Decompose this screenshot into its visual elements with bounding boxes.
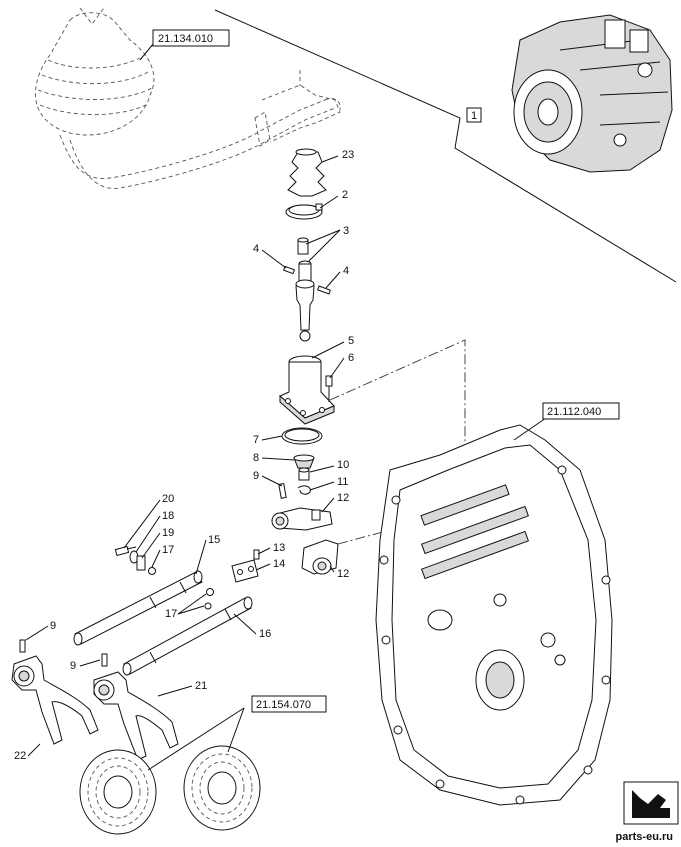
part-15-selector-shaft[interactable]: [73, 570, 203, 646]
part-20-bolt[interactable]: [114, 545, 137, 557]
callout-9-left: 9: [50, 620, 56, 632]
callout-23: 23: [342, 149, 354, 161]
callout-8: 8: [253, 452, 259, 464]
synchronizer-ring-left[interactable]: [79, 749, 157, 835]
part-6-screw[interactable]: [325, 375, 333, 402]
part-14-lock-plate[interactable]: [231, 559, 259, 583]
ref-label-21-134-010: 21.134.010: [158, 33, 213, 45]
part-22-shift-fork[interactable]: [11, 655, 99, 745]
callout-11: 11: [337, 476, 348, 488]
ref-label-21-154-070: 21.154.070: [256, 699, 311, 711]
callout-12-lower: 12: [337, 568, 349, 580]
part-17-ball-lower[interactable]: [204, 588, 214, 610]
callout-4-left: 4: [253, 243, 259, 255]
callout-10: 10: [337, 459, 349, 471]
part-2-clamp[interactable]: [285, 203, 323, 220]
callout-12-upper: 12: [337, 492, 349, 504]
ref-box-21-112-040[interactable]: 21.112.040: [513, 402, 620, 441]
callout-9-middle: 9: [70, 660, 76, 672]
part-12-selector-block-upper[interactable]: [271, 507, 333, 531]
callout-4-right: 4: [343, 265, 349, 277]
ref-label-1: 1: [471, 110, 477, 122]
part-17-ball-upper[interactable]: [148, 567, 156, 575]
callout-14: 14: [273, 558, 285, 570]
gear-lever-rod[interactable]: [295, 260, 315, 342]
site-watermark: parts-eu.ru: [615, 831, 673, 843]
transmission-overview: [511, 14, 673, 173]
part-16-selector-shaft[interactable]: [122, 596, 253, 676]
gear-lever-boot-assembly: [35, 7, 341, 189]
part-21-shift-fork[interactable]: [93, 671, 179, 761]
callout-7: 7: [253, 434, 259, 446]
callout-17-lower: 17: [165, 608, 177, 620]
callout-17-upper: 17: [162, 544, 174, 556]
section-lines: [214, 9, 677, 283]
part-11-clip[interactable]: [297, 485, 311, 495]
ref-box-21-134-010[interactable]: 21.134.010: [139, 29, 230, 61]
part-12-selector-block-lower[interactable]: [301, 539, 339, 575]
part-5-lever-housing[interactable]: [279, 355, 335, 425]
part-4-pin-left[interactable]: [282, 265, 296, 275]
part-3-bushing[interactable]: [297, 237, 309, 255]
callout-15: 15: [208, 534, 220, 546]
callout-16: 16: [259, 628, 271, 640]
part-4-pin-right[interactable]: [317, 285, 331, 295]
ref-label-21-112-040: 21.112.040: [547, 406, 601, 418]
synchronizer-ring-right[interactable]: [183, 745, 261, 831]
callout-21: 21: [195, 680, 207, 692]
callout-20: 20: [162, 493, 174, 505]
ref-box-21-154-070[interactable]: 21.154.070: [147, 695, 327, 771]
part-7-o-ring[interactable]: [281, 427, 323, 445]
callout-5: 5: [348, 335, 354, 347]
next-page-arrow-icon[interactable]: [623, 781, 679, 825]
callout-18: 18: [162, 510, 174, 522]
part-8-spring-seat[interactable]: [293, 454, 315, 469]
callout-22: 22: [14, 750, 26, 762]
callout-2: 2: [342, 189, 348, 201]
transmission-housing[interactable]: [375, 424, 613, 806]
part-9-pin-middle[interactable]: [101, 653, 108, 667]
callouts: 23 2 3 4 4 5 6 7 8 10 9 11 12 20 18 19 1: [14, 149, 354, 762]
part-9-pin-upper[interactable]: [278, 483, 287, 499]
part-9-pin-left[interactable]: [19, 639, 26, 653]
callout-19: 19: [162, 527, 174, 539]
callout-9-upper: 9: [253, 470, 259, 482]
ref-box-1[interactable]: 1: [466, 107, 482, 123]
callout-3: 3: [343, 225, 349, 237]
callout-13: 13: [273, 542, 285, 554]
callout-6: 6: [348, 352, 354, 364]
part-13-screw[interactable]: [253, 549, 260, 560]
part-23-rubber-boot[interactable]: [287, 148, 327, 197]
part-19-spring[interactable]: [136, 555, 146, 571]
part-10-plunger[interactable]: [298, 467, 310, 481]
